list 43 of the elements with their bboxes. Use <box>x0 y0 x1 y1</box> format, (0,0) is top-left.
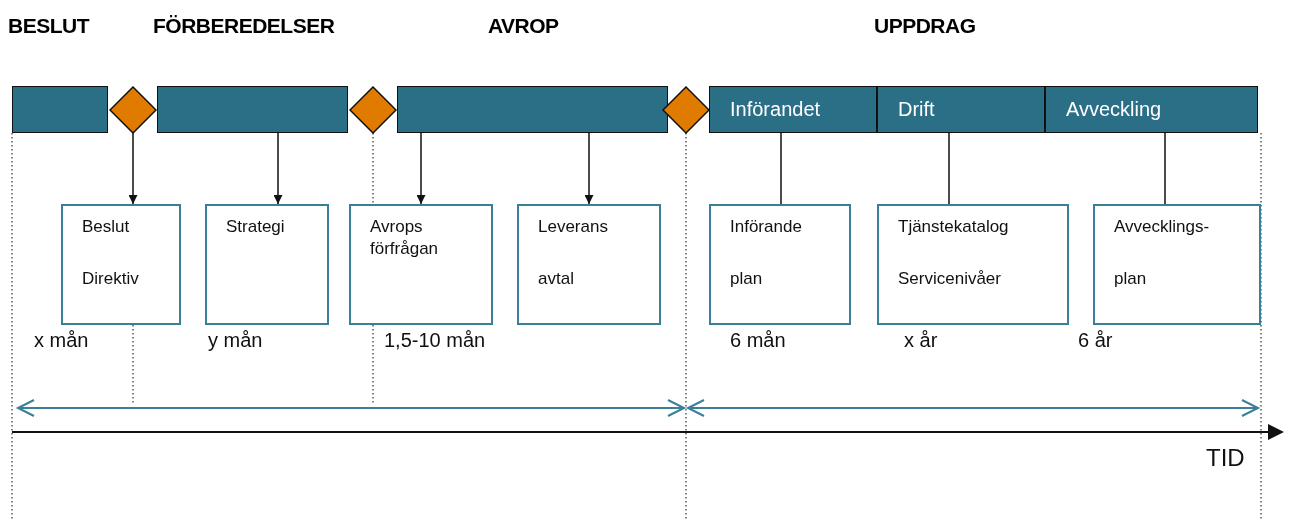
phase-heading: FÖRBEREDELSER <box>153 14 335 38</box>
phase-heading: AVROP <box>488 14 559 38</box>
duration-label: x mån <box>34 329 89 352</box>
phase-bar: Avveckling <box>1045 86 1258 133</box>
connector-arrow <box>584 132 594 205</box>
document-box <box>877 204 1069 325</box>
phase-bar <box>157 86 348 133</box>
document-box <box>205 204 329 325</box>
phase-bar <box>12 86 108 133</box>
duration-label: 1,5-10 mån <box>384 329 486 352</box>
connector-arrow <box>273 132 283 205</box>
phase-bar: Drift <box>877 86 1045 133</box>
duration-label: 6 mån <box>730 329 786 352</box>
document-text: Strategi <box>226 216 286 238</box>
document-text: Direktiv <box>82 268 140 290</box>
document-text: Avvecklings- <box>1114 216 1211 238</box>
document-text: plan <box>730 268 764 290</box>
document-text: Leverans <box>538 216 609 238</box>
document-text: Avrops förfrågan <box>370 216 440 260</box>
phase-heading: BESLUT <box>8 14 89 38</box>
phase-bar <box>397 86 668 133</box>
phase-bar: Införandet <box>709 86 877 133</box>
document-text: plan <box>1114 268 1148 290</box>
duration-label: 6 år <box>1078 329 1113 352</box>
document-text: avtal <box>538 268 575 290</box>
document-box <box>349 204 493 325</box>
document-box <box>709 204 851 325</box>
milestone-diamond <box>349 86 397 134</box>
connector-arrow <box>128 132 138 205</box>
axis-label: TID <box>1206 444 1245 472</box>
document-text: Införande <box>730 216 803 238</box>
duration-label: y mån <box>208 329 263 352</box>
document-text: Tjänstekatalog <box>898 216 1010 238</box>
connector-arrow <box>416 132 426 205</box>
document-box <box>61 204 181 325</box>
milestone-diamond <box>109 86 157 134</box>
document-box <box>1093 204 1261 325</box>
document-box <box>517 204 661 325</box>
document-text: Beslut <box>82 216 131 238</box>
duration-label: x år <box>904 329 938 352</box>
document-text: Servicenivåer <box>898 268 1002 290</box>
milestone-diamond <box>662 86 710 134</box>
phase-heading: UPPDRAG <box>874 14 976 38</box>
